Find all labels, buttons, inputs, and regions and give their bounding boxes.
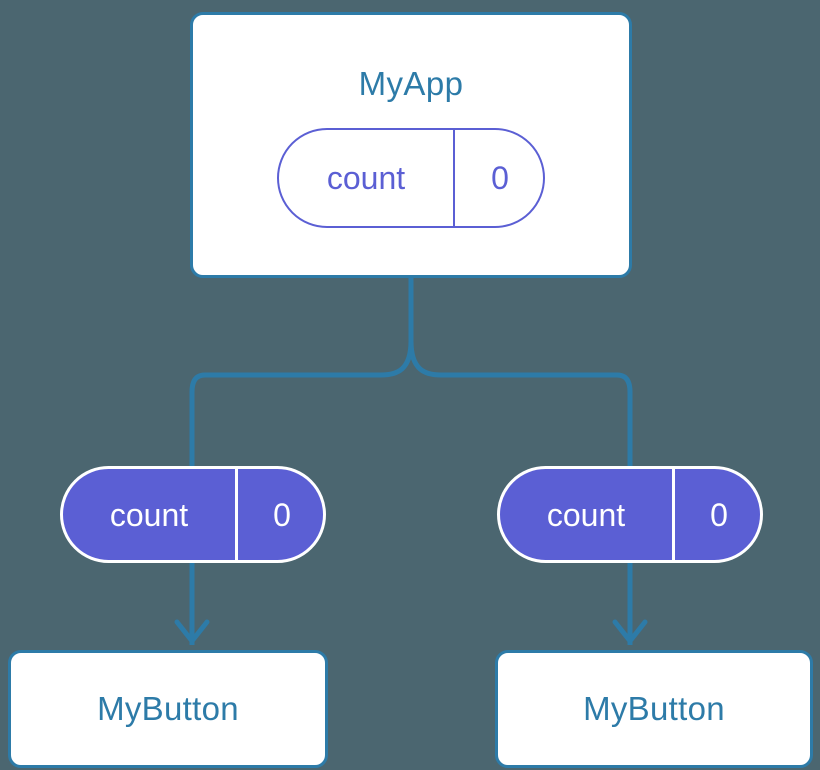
component-title-mybutton: MyButton xyxy=(97,689,239,727)
pill-divider xyxy=(672,469,675,560)
state-key-label: count xyxy=(326,160,406,196)
arrow-head-left-icon xyxy=(174,619,210,644)
state-pill-child-0[interactable]: count 0 xyxy=(60,466,326,563)
state-pill-child-1[interactable]: count 0 xyxy=(497,466,763,563)
component-card-mybutton-0[interactable]: MyButton xyxy=(8,650,328,768)
state-value-label: 0 xyxy=(491,160,509,196)
state-key-label: count xyxy=(546,496,626,533)
component-title-mybutton: MyButton xyxy=(583,689,725,727)
pill-divider xyxy=(453,130,455,226)
state-pill-myapp[interactable]: count 0 xyxy=(277,128,545,228)
arrow-head-right-icon xyxy=(612,619,648,644)
state-key-label: count xyxy=(109,496,189,533)
state-value-label: 0 xyxy=(710,496,728,533)
branch-left xyxy=(189,340,414,470)
branch-right xyxy=(408,340,633,470)
component-card-mybutton-1[interactable]: MyButton xyxy=(495,650,813,768)
state-value-label: 0 xyxy=(273,496,291,533)
pill-divider xyxy=(235,469,238,560)
component-title-myapp: MyApp xyxy=(358,65,464,102)
